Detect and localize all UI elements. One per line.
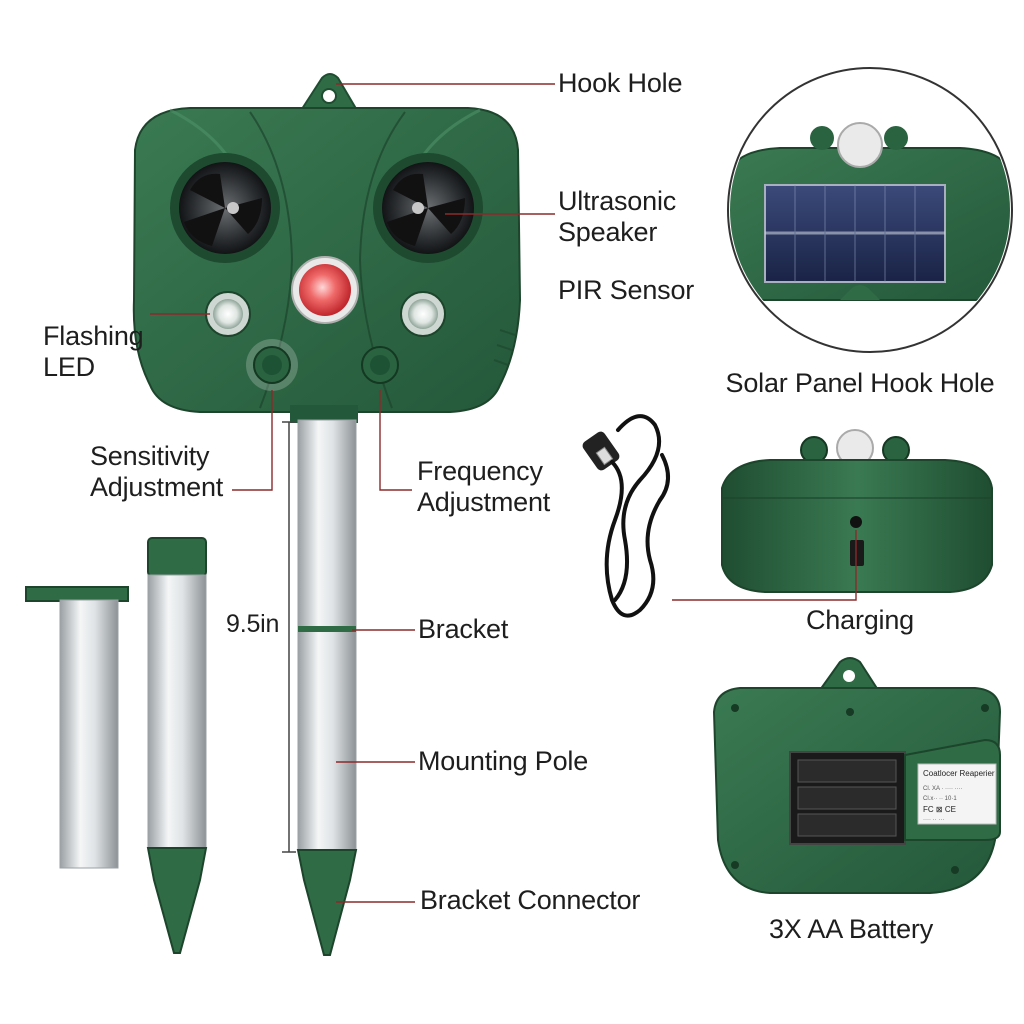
cover-marks: FC ⊠ CE	[923, 805, 956, 814]
label-flashing-led: Flashing LED	[43, 321, 144, 382]
cover-title: Coatlocer Reaperier	[923, 769, 995, 778]
flashing-led-right	[400, 291, 446, 337]
label-sensitivity-adjustment: Sensitivity Adjustment	[90, 441, 224, 502]
label-ultrasonic-speaker: Ultrasonic Speaker	[558, 186, 677, 247]
bracket-part	[25, 586, 129, 869]
cover-line-3: ···· ·· ···	[923, 817, 944, 823]
solar-panel-closeup	[727, 67, 1013, 353]
pir-sensor	[291, 256, 359, 324]
leader-charging	[672, 530, 857, 601]
label-height: 9.5in	[226, 610, 280, 638]
pole-socket	[290, 405, 358, 423]
ultrasonic-speaker-right	[373, 153, 483, 263]
label-mounting-pole: Mounting Pole	[418, 746, 589, 776]
leader-sensitivity	[232, 390, 273, 491]
cover-line-1: Cl. XA · ···· ····	[923, 786, 963, 792]
bracket-joint	[298, 626, 356, 632]
label-battery: 3X AA Battery	[768, 914, 934, 944]
label-bracket-connector: Bracket Connector	[420, 885, 641, 915]
charging-port	[850, 516, 862, 528]
usb-charging-cable	[582, 414, 670, 618]
height-dimension	[282, 421, 296, 853]
label-hook-hole: Hook Hole	[558, 68, 683, 98]
cover-line-2: Cl.x·· ·· 10·1	[923, 796, 957, 802]
leader-lines	[150, 83, 857, 903]
label-frequency-adjustment: Frequency Adjustment	[417, 456, 551, 517]
bracket-connector-spike	[296, 849, 358, 956]
label-bracket: Bracket	[418, 614, 509, 644]
frequency-knob[interactable]	[361, 346, 399, 384]
mounting-pole	[296, 419, 358, 956]
label-charging: Charging	[806, 605, 914, 635]
label-solar-panel-hook-hole: Solar Panel Hook Hole	[725, 368, 995, 398]
ultrasonic-speaker-left	[170, 153, 280, 263]
leader-frequency	[379, 390, 412, 491]
spare-pole	[146, 537, 208, 954]
device-side-view	[721, 429, 993, 593]
battery-cover: Coatlocer Reaperier Cl. XA · ···· ···· C…	[904, 738, 1001, 841]
device-back-view: Coatlocer Reaperier Cl. XA · ···· ···· C…	[712, 657, 1002, 894]
hook-hole	[321, 88, 337, 104]
label-pir-sensor: PIR Sensor	[558, 275, 695, 305]
flashing-led-left	[205, 291, 251, 337]
battery-compartment	[789, 751, 906, 845]
sensitivity-knob[interactable]	[246, 339, 298, 391]
main-repeller-unit	[132, 73, 522, 423]
